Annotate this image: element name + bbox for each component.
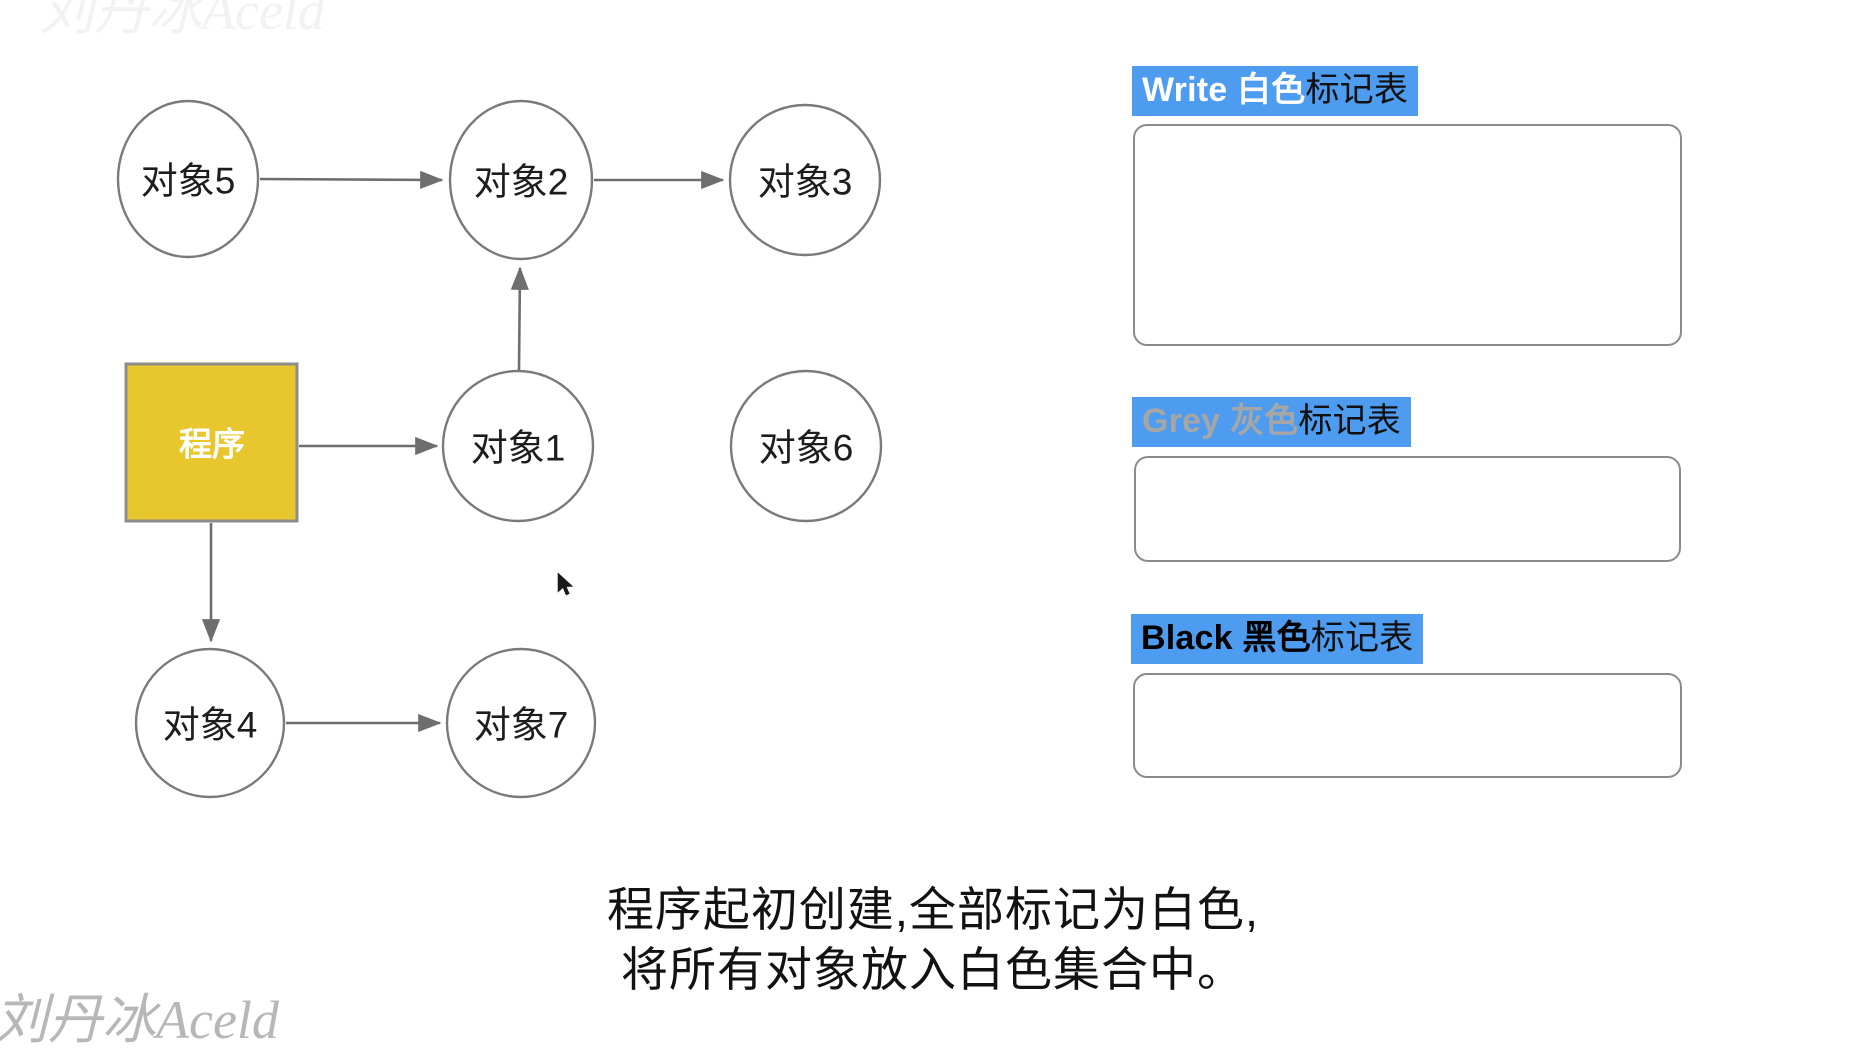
node-obj6[interactable]: 对象6 xyxy=(729,369,883,523)
node-obj1[interactable]: 对象1 xyxy=(441,369,595,523)
grey-table-title-rest: 标记表 xyxy=(1298,402,1401,440)
node-program[interactable]: 程序 xyxy=(124,362,299,523)
node-shape xyxy=(441,369,595,523)
node-label: 对象3 xyxy=(758,162,853,203)
black-table-title-en: Black xyxy=(1141,619,1233,657)
graph-edges xyxy=(201,170,725,733)
caption: 程序起初创建,全部标记为白色, 将所有对象放入白色集合中。 xyxy=(0,880,1866,1000)
black-table-body[interactable] xyxy=(1133,673,1682,778)
node-obj5[interactable]: 对象5 xyxy=(116,99,260,259)
white-table-title: Write 白色标记表 xyxy=(1132,66,1419,117)
node-label: 对象6 xyxy=(759,428,854,469)
edge-obj1-obj2 xyxy=(510,266,529,371)
node-obj3[interactable]: 对象3 xyxy=(728,103,882,257)
graph-nodes: 对象5 对象2 对象3 对象1 对象6 对象4 xyxy=(116,99,883,799)
node-obj4[interactable]: 对象4 xyxy=(134,647,286,799)
node-obj7[interactable]: 对象7 xyxy=(445,647,597,799)
mouse-cursor-icon xyxy=(557,572,574,596)
black-table-title-color: 黑色 xyxy=(1232,619,1311,657)
white-table-title-color: 白色 xyxy=(1227,71,1306,109)
node-label: 对象1 xyxy=(471,428,566,469)
program-shape xyxy=(124,362,299,523)
node-label: 对象4 xyxy=(163,705,258,746)
caption-line-2: 将所有对象放入白色集合中。 xyxy=(621,943,1245,997)
watermark-bottom: 刘丹冰Aceld xyxy=(0,990,279,1050)
node-shape xyxy=(134,647,286,799)
white-table-title-en: Write xyxy=(1142,71,1228,109)
program-label: 程序 xyxy=(179,426,245,463)
edge-obj5-obj2 xyxy=(259,170,444,189)
node-shape xyxy=(448,99,594,261)
node-label: 对象5 xyxy=(141,161,236,202)
grey-table-title-en: Grey xyxy=(1142,402,1221,440)
black-table-title: Black 黑色标记表 xyxy=(1131,614,1424,665)
node-label: 对象7 xyxy=(474,705,569,746)
node-shape xyxy=(729,369,883,523)
grey-table-body[interactable] xyxy=(1134,456,1681,562)
object-reference-graph: 对象5 对象2 对象3 对象1 对象6 对象4 xyxy=(116,99,883,799)
node-shape xyxy=(728,103,882,257)
node-shape xyxy=(445,647,597,799)
white-table-title-rest: 标记表 xyxy=(1305,71,1409,109)
grey-table-title-color: 灰色 xyxy=(1220,402,1299,440)
watermark-top: 刘丹冰Aceld xyxy=(40,0,325,41)
caption-line-1: 程序起初创建,全部标记为白色, xyxy=(606,883,1260,936)
node-label: 对象2 xyxy=(474,162,569,203)
grey-table-title: Grey 灰色标记表 xyxy=(1132,397,1411,448)
node-obj2[interactable]: 对象2 xyxy=(448,99,594,261)
white-table-body[interactable] xyxy=(1133,124,1682,346)
black-table-title-rest: 标记表 xyxy=(1310,619,1414,657)
node-shape xyxy=(116,99,260,259)
